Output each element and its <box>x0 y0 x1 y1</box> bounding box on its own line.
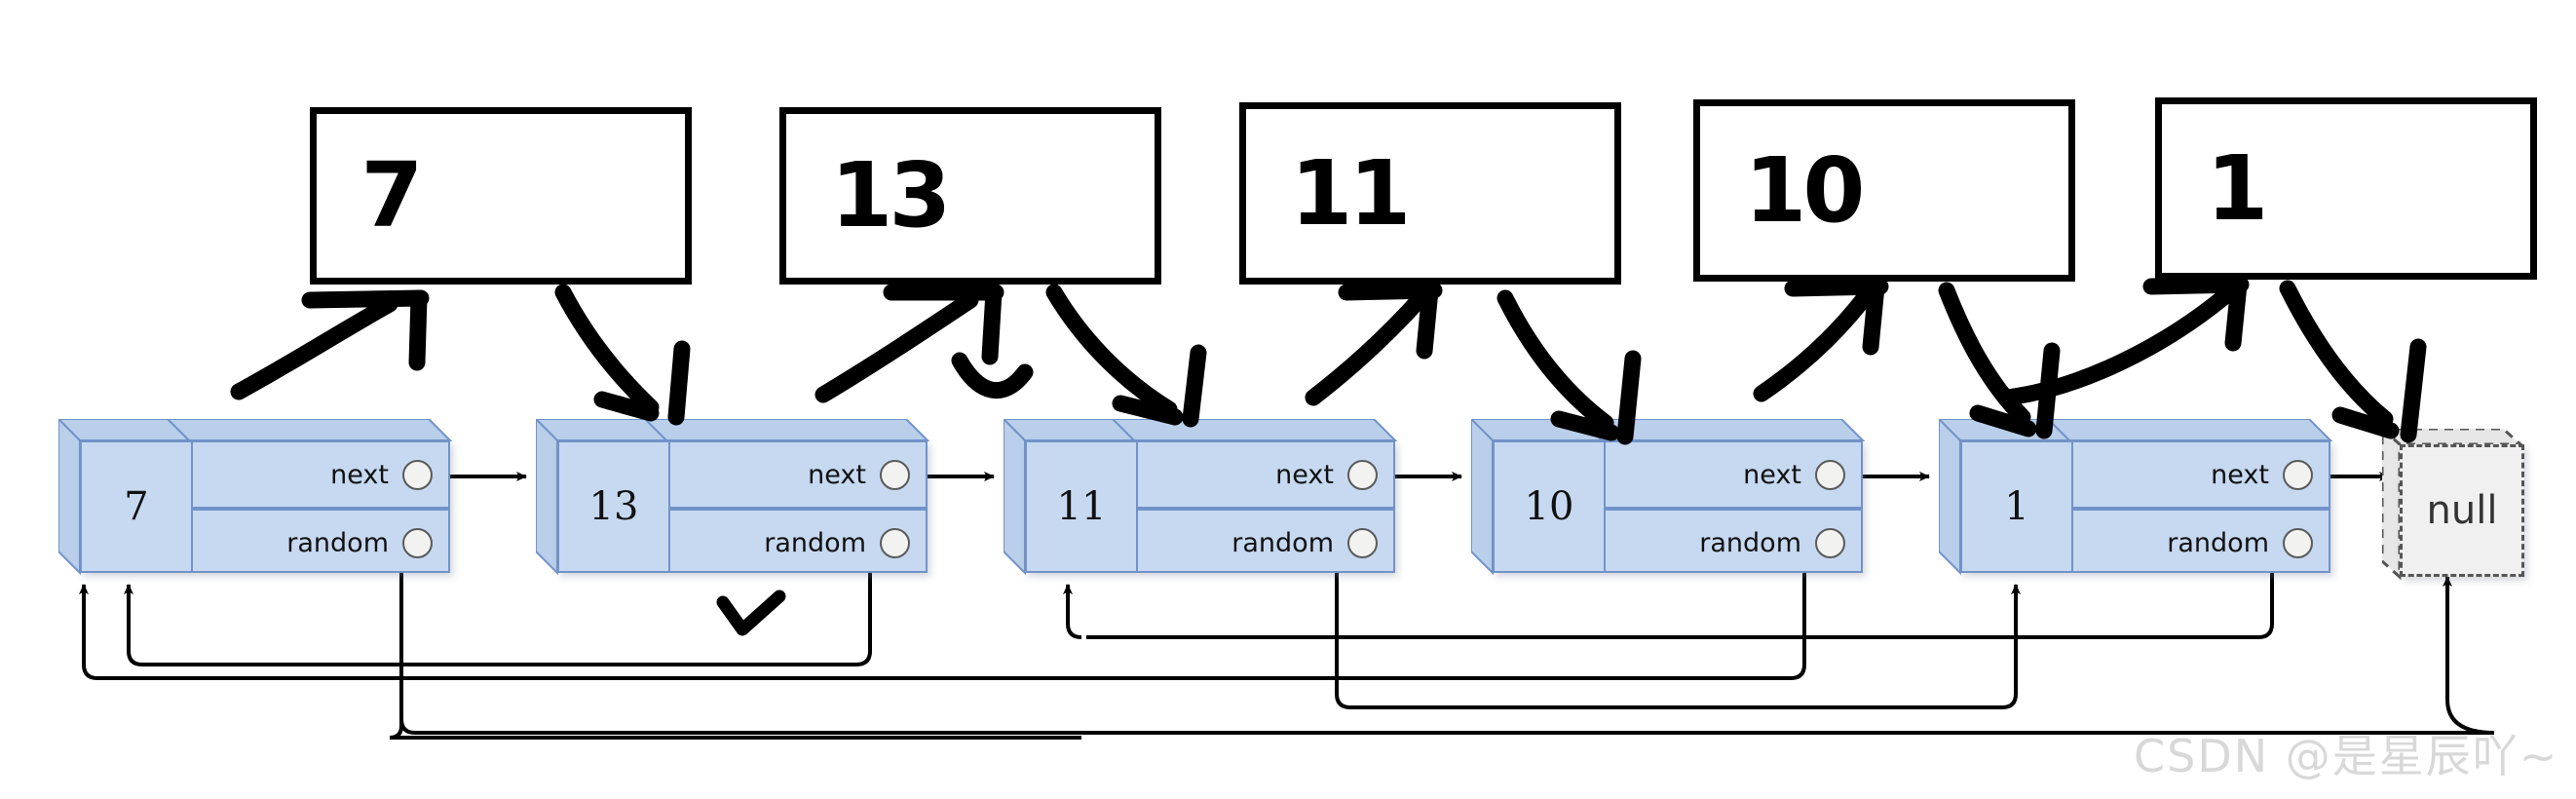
hand-check-mark <box>716 590 786 636</box>
field-divider <box>668 507 926 511</box>
next-pointer-dot[interactable] <box>402 459 433 490</box>
handdrawn-box-value: 13 <box>830 143 951 247</box>
hand-arrow-down-2 <box>1045 284 1207 428</box>
hand-arrow-down-1 <box>554 284 691 426</box>
handdrawn-box-value: 1 <box>2206 135 2268 241</box>
node-3d-faces <box>536 419 930 576</box>
random-label: random <box>1699 527 1801 558</box>
random-label: random <box>2167 527 2269 558</box>
next-label: next <box>808 459 866 490</box>
hand-arrow-up-3 <box>1305 282 1443 406</box>
random-pointer-dot[interactable] <box>2283 527 2313 558</box>
random-pointer-dot[interactable] <box>402 527 433 558</box>
hand-swoosh-1 <box>951 352 1034 399</box>
csdn-watermark: CSDN @是星辰吖~ <box>2134 730 2559 782</box>
random-link-10-to-7 <box>79 570 1806 680</box>
hand-arrow-down-3 <box>1496 289 1642 445</box>
handdrawn-box-1: 1 <box>2155 97 2537 280</box>
random-field[interactable]: random <box>2071 511 2329 575</box>
next-field[interactable]: next <box>191 442 448 507</box>
next-label: next <box>1743 459 1801 490</box>
hand-arrow-up-2 <box>814 284 1004 403</box>
random-link-null-entry <box>2443 576 2495 735</box>
null-label: null <box>2400 444 2524 577</box>
random-pointer-dot[interactable] <box>1347 527 1378 558</box>
handdrawn-box-11: 11 <box>1239 102 1621 285</box>
next-label: next <box>2211 459 2269 490</box>
hand-arrow-up-5 <box>1998 276 2250 406</box>
next-field[interactable]: next <box>2071 442 2329 507</box>
field-divider <box>1136 507 1393 511</box>
random-pointer-dot[interactable] <box>1815 527 1845 558</box>
handdrawn-box-13: 13 <box>779 107 1161 285</box>
handdrawn-box-10: 10 <box>1693 99 2075 282</box>
node-3d-faces <box>1004 419 1398 576</box>
random-link-7-path <box>399 570 2494 735</box>
field-divider <box>191 507 448 511</box>
next-field[interactable]: next <box>1604 442 1861 507</box>
random-link-11-entry <box>1063 584 1082 639</box>
next-label: next <box>1275 459 1334 490</box>
null-3d-faces <box>2382 429 2524 581</box>
field-divider <box>2071 507 2329 511</box>
hand-arrow-down-4 <box>1938 282 2061 439</box>
random-field[interactable]: random <box>668 511 926 575</box>
random-label: random <box>286 527 389 558</box>
hand-arrow-up-4 <box>1753 278 1889 402</box>
random-label: random <box>764 527 866 558</box>
null-node: null <box>2382 429 2524 581</box>
hand-arrow-up-1 <box>230 289 430 400</box>
next-field[interactable]: next <box>668 442 926 507</box>
next-label: next <box>330 459 389 490</box>
next-pointer-dot[interactable] <box>1347 459 1378 490</box>
field-divider <box>1604 507 1861 511</box>
next-pointer-dot[interactable] <box>880 459 910 490</box>
hand-arrow-down-5 <box>2279 280 2427 443</box>
next-field[interactable]: next <box>1136 442 1393 507</box>
handdrawn-box-7: 7 <box>310 107 692 285</box>
random-label: random <box>1231 527 1334 558</box>
handdrawn-box-value: 11 <box>1290 140 1411 246</box>
handdrawn-box-value: 7 <box>360 143 423 247</box>
random-link-11-to-1 <box>1335 570 2021 709</box>
handdrawn-box-value: 10 <box>1744 137 1865 243</box>
random-field[interactable]: random <box>1604 511 1861 575</box>
random-link-13-to-7 <box>124 570 872 666</box>
random-link-1-to-null <box>1086 570 2274 639</box>
random-field[interactable]: random <box>191 511 448 575</box>
next-pointer-dot[interactable] <box>1815 459 1845 490</box>
random-field[interactable]: random <box>1136 511 1393 575</box>
random-pointer-dot[interactable] <box>880 527 910 558</box>
next-pointer-dot[interactable] <box>2283 459 2313 490</box>
node-3d-faces <box>58 419 453 576</box>
